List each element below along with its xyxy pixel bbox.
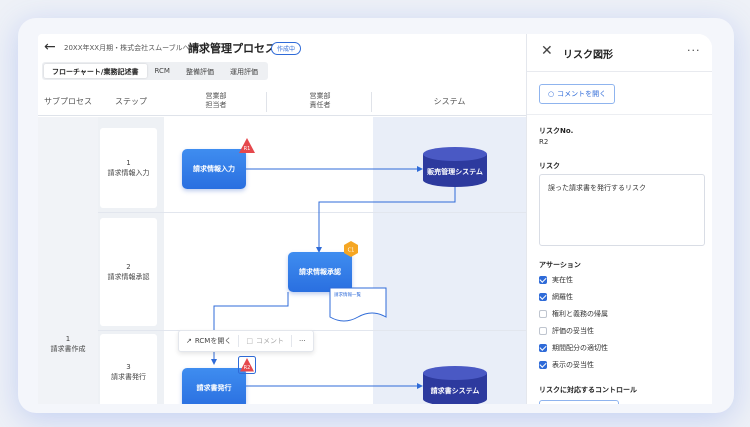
panel-header: ✕ リスク図形 ··· bbox=[527, 34, 712, 72]
external-link-icon: ↗ bbox=[186, 337, 192, 345]
checkbox-checked-icon bbox=[539, 344, 547, 352]
open-rcm-label: RCMを開く bbox=[194, 337, 232, 345]
comment-button[interactable]: □ コメント bbox=[239, 331, 291, 351]
subprocess-cell[interactable]: 1 請求書作成 bbox=[38, 334, 98, 354]
step-name: 請求書発行 bbox=[111, 372, 146, 381]
column-sales-staff: 営業部 担当者 bbox=[168, 86, 264, 116]
checkbox-unchecked-icon bbox=[539, 327, 547, 335]
breadcrumb[interactable]: 20XX年XX月期・株式会社スムーブルヘルプ bbox=[64, 44, 204, 52]
assertion-checkbox[interactable]: 実在性 bbox=[539, 275, 573, 285]
open-rcm-button[interactable]: ↗ RCMを開く bbox=[179, 331, 238, 351]
step-number: 1 bbox=[126, 159, 131, 167]
subprocess-number: 1 bbox=[65, 335, 71, 343]
checkbox-checked-icon bbox=[539, 361, 547, 369]
panel-divider bbox=[527, 114, 712, 115]
assertion-option-label: 評価の妥当性 bbox=[552, 327, 594, 335]
tab-flowchart[interactable]: フローチャート/業務記述書 bbox=[44, 64, 147, 78]
assertion-option-label: 権利と義務の帰属 bbox=[552, 310, 608, 318]
assertion-option-label: 実在性 bbox=[552, 276, 573, 284]
risk-marker-icon[interactable]: R2 bbox=[238, 356, 256, 374]
tab-rcm[interactable]: RCM bbox=[154, 67, 170, 75]
close-icon[interactable]: ✕ bbox=[541, 43, 553, 59]
risk-label: R1 bbox=[244, 146, 251, 152]
lane-header: サブプロセス ステップ 営業部 担当者 営業部 責任者 システム bbox=[38, 86, 526, 116]
column-subprocess: サブプロセス bbox=[44, 96, 92, 106]
assertion-label: アサーション bbox=[539, 261, 581, 269]
column-divider bbox=[371, 92, 372, 112]
system-label: 販売管理システム bbox=[427, 167, 483, 176]
risk-shape-panel: ✕ リスク図形 ··· ○ コメントを開く リスクNo. R2 リスク 誤った請… bbox=[526, 34, 712, 404]
panel-more-button[interactable]: ··· bbox=[687, 44, 701, 57]
risk-label: R2 bbox=[244, 365, 251, 371]
system-database-icon[interactable]: 請求書システム bbox=[422, 365, 488, 404]
more-options-button[interactable]: ··· bbox=[298, 337, 306, 345]
shape-toolbar: ↗ RCMを開く □ コメント ··· bbox=[178, 330, 314, 352]
system-database-icon[interactable]: 販売管理システム bbox=[422, 146, 488, 188]
control-marker-icon[interactable]: C1 bbox=[342, 240, 360, 258]
comment-label: コメント bbox=[255, 337, 284, 345]
column-divider bbox=[266, 92, 267, 112]
assertion-option-label: 表示の妥当性 bbox=[552, 361, 594, 369]
assertion-option-label: 期間配分の適切性 bbox=[552, 344, 608, 352]
assertion-checkbox[interactable]: 権利と義務の帰属 bbox=[539, 309, 608, 319]
step-number: 2 bbox=[126, 263, 131, 271]
step-card[interactable]: 3 請求書発行 bbox=[100, 334, 157, 404]
control-label: C1 bbox=[348, 248, 355, 254]
column-dept-label: 営業部 bbox=[205, 92, 227, 100]
process-node[interactable]: 請求書発行 bbox=[182, 368, 246, 404]
column-role-label: 担当者 bbox=[205, 101, 227, 109]
add-control-button[interactable] bbox=[539, 400, 619, 404]
risk-no-value: R2 bbox=[539, 138, 549, 146]
back-arrow-icon[interactable]: ← bbox=[44, 39, 56, 55]
document-shape-icon[interactable]: 請求情報一覧 bbox=[329, 287, 387, 323]
risk-marker-icon[interactable]: R1 bbox=[238, 137, 256, 155]
column-role-label: 責任者 bbox=[309, 101, 331, 109]
step-name: 請求情報入力 bbox=[107, 169, 150, 177]
column-step: ステップ bbox=[115, 96, 147, 106]
toolbar-divider bbox=[238, 335, 240, 347]
assertion-checkbox[interactable]: 期間配分の適切性 bbox=[539, 343, 608, 353]
status-badge: 作成中 bbox=[271, 42, 302, 55]
process-node[interactable]: 請求情報入力 bbox=[182, 149, 246, 189]
risk-label: リスク bbox=[539, 162, 560, 170]
open-comments-label: コメントを開く bbox=[557, 90, 607, 98]
step-card[interactable]: 1 請求情報入力 bbox=[100, 128, 157, 208]
app-window: ← 20XX年XX月期・株式会社スムーブルヘルプ 請求管理プロセス 作成中 フロ… bbox=[38, 34, 712, 404]
related-controls-label: リスクに対応するコントロール bbox=[539, 386, 637, 394]
view-tabs: フローチャート/業務記述書 RCM 整備評価 運用評価 bbox=[42, 62, 268, 80]
tab-maintenance-evaluation[interactable]: 整備評価 bbox=[185, 68, 214, 76]
column-sales-manager: 営業部 責任者 bbox=[270, 86, 370, 116]
column-dept-label: 営業部 bbox=[309, 92, 331, 100]
subprocess-lane bbox=[38, 117, 98, 404]
comment-bubble-icon: ○ bbox=[548, 90, 555, 98]
assertion-checkbox[interactable]: 表示の妥当性 bbox=[539, 360, 594, 370]
process-node[interactable]: 請求情報承認 bbox=[288, 252, 352, 292]
open-comments-button[interactable]: ○ コメントを開く bbox=[539, 84, 616, 104]
page-header: ← 20XX年XX月期・株式会社スムーブルヘルプ 請求管理プロセス 作成中 bbox=[38, 34, 526, 62]
assertion-checkbox[interactable]: 評価の妥当性 bbox=[539, 326, 594, 336]
step-number: 3 bbox=[126, 362, 131, 371]
checkbox-unchecked-icon bbox=[539, 310, 547, 318]
comment-icon: □ bbox=[246, 337, 253, 345]
panel-title: リスク図形 bbox=[563, 50, 613, 61]
checkbox-checked-icon bbox=[539, 293, 547, 301]
risk-no-label: リスクNo. bbox=[539, 127, 574, 135]
row-divider bbox=[98, 212, 526, 213]
assertion-checkbox[interactable]: 網羅性 bbox=[539, 292, 573, 302]
step-card[interactable]: 2 請求情報承認 bbox=[100, 218, 157, 326]
page-title: 請求管理プロセス bbox=[188, 42, 276, 55]
tab-operation-evaluation[interactable]: 運用評価 bbox=[229, 68, 258, 76]
document-label: 請求情報一覧 bbox=[334, 291, 361, 298]
risk-description-textarea[interactable]: 誤った請求書を発行するリスク bbox=[539, 174, 705, 246]
column-system: システム bbox=[433, 96, 466, 106]
system-label: 請求書システム bbox=[431, 386, 480, 395]
step-name: 請求情報承認 bbox=[107, 273, 150, 281]
subprocess-name: 請求書作成 bbox=[50, 345, 86, 353]
checkbox-checked-icon bbox=[539, 276, 547, 284]
assertion-option-label: 網羅性 bbox=[552, 293, 573, 301]
flowchart-area: ← 20XX年XX月期・株式会社スムーブルヘルプ 請求管理プロセス 作成中 フロ… bbox=[38, 34, 526, 404]
toolbar-divider bbox=[290, 335, 292, 347]
